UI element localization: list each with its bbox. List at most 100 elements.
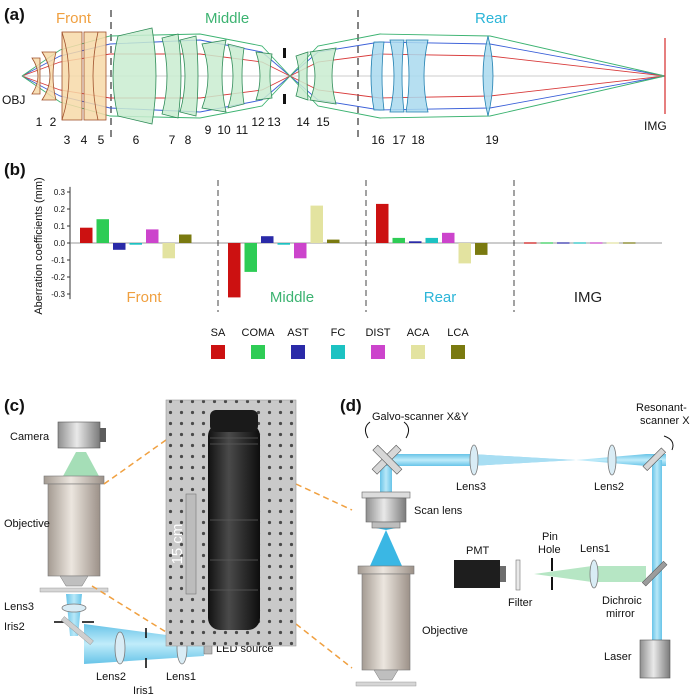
lens-number-14: 14 <box>296 115 310 129</box>
scan-beam-horizontal-3 <box>470 454 576 466</box>
zoom-line-right-bottom <box>295 623 353 669</box>
laser-label: Laser <box>604 651 632 663</box>
legend-swatch-ast <box>291 345 305 359</box>
lens2-label: Lens2 <box>96 671 126 683</box>
dichroic-label-line1: Dichroic <box>602 595 642 607</box>
bar-coma-rear <box>392 237 405 243</box>
lens-number-4: 4 <box>81 133 88 147</box>
scan-lens-body <box>365 497 407 523</box>
bar-ast-rear <box>409 241 422 243</box>
lens-number-18: 18 <box>411 133 425 147</box>
lens-number-17: 17 <box>392 133 406 147</box>
lens1-element-d <box>589 559 599 589</box>
photo-tube-rings <box>210 437 258 591</box>
photo-scale-label: 15 cm <box>169 524 186 565</box>
legend-swatch-fc <box>331 345 345 359</box>
y-tick-label: -0.3 <box>51 290 65 299</box>
legend-swatch-dist <box>371 345 385 359</box>
section-rear-label: Rear <box>475 10 508 27</box>
legend-label-lca: LCA <box>447 327 469 339</box>
lens1-label-d: Lens1 <box>580 543 610 555</box>
lens1-label: Lens1 <box>166 671 196 683</box>
panel-b: (b) Aberration coefficients (mm) 0.30.20… <box>4 160 662 359</box>
lens-number-16: 16 <box>371 133 385 147</box>
lens-number-8: 8 <box>185 133 192 147</box>
lens-number-12: 12 <box>251 115 265 129</box>
bar-fc-front <box>129 243 142 245</box>
y-axis: 0.30.20.10.0-0.1-0.2-0.3 <box>51 186 71 300</box>
front-lens-group <box>31 31 107 121</box>
lens2-label-d: Lens2 <box>594 481 624 493</box>
bar-fc-middle <box>277 243 290 245</box>
objective-body <box>47 483 101 577</box>
pinhole-label-line1: Pin <box>542 531 558 543</box>
laser-body <box>639 639 671 679</box>
resonant-label-line1: Resonant- <box>636 402 687 414</box>
iris1-label: Iris1 <box>133 685 154 697</box>
rear-lens-group <box>370 35 494 117</box>
panel-d: (d) Galvo-scanner X&Y Resonant- scanner … <box>340 396 690 687</box>
camera-body <box>57 421 101 449</box>
panel-c: (c) Camera Objective Lens3 Iris2 Lens2 I… <box>4 396 353 697</box>
scan-beam-vertical-left <box>380 466 392 492</box>
legend-label-aca: ACA <box>407 327 430 339</box>
bar-coma-img <box>540 242 553 244</box>
sample-plate-d <box>355 681 417 687</box>
legend-label-fc: FC <box>331 327 346 339</box>
bar-aca-img <box>606 242 619 244</box>
bar-dist-img <box>590 242 603 244</box>
legend-swatch-lca <box>451 345 465 359</box>
objective-collar-d <box>357 565 415 575</box>
bar-ast-img <box>557 242 570 244</box>
bar-dist-middle <box>294 243 307 259</box>
resonant-scanner-mirror <box>642 447 667 472</box>
galvo-scanner <box>371 444 403 475</box>
bar-dist-rear <box>442 232 455 243</box>
group-label-rear: Rear <box>424 289 457 306</box>
lens-number-5: 5 <box>98 133 105 147</box>
zoom-line-top <box>103 439 167 485</box>
bar-ast-front <box>113 243 126 250</box>
panel-a-label: (a) <box>4 5 25 24</box>
bar-lca-middle <box>327 239 340 243</box>
legend-label-sa: SA <box>211 327 226 339</box>
galvo-label: Galvo-scanner X&Y <box>372 411 469 423</box>
lens3-element-d <box>469 444 479 476</box>
group-label-front: Front <box>126 289 162 306</box>
y-axis-label: Aberration coefficients (mm) <box>33 177 45 314</box>
lens2-element-d <box>607 444 617 476</box>
section-middle-label: Middle <box>205 10 249 27</box>
lens-number-11: 11 <box>236 123 249 137</box>
lens-number-15: 15 <box>316 115 330 129</box>
bar-coma-front <box>96 219 109 243</box>
objective-tip-d <box>373 669 399 681</box>
aperture-stop-lower <box>283 94 286 104</box>
bar-sa-middle <box>228 243 241 298</box>
photo-objective-tube <box>208 424 260 630</box>
panel-b-label: (b) <box>4 160 26 179</box>
bar-coma-middle <box>244 243 257 272</box>
pinhole-label-line2: Hole <box>538 544 561 556</box>
lens-number-9: 9 <box>205 123 212 137</box>
bar-sa-front <box>80 227 93 243</box>
filter-element <box>515 559 521 591</box>
lens-number-1: 1 <box>36 115 43 129</box>
lens3-element <box>61 603 87 613</box>
legend-swatch-coma <box>251 345 265 359</box>
scan-beam-horizontal-2 <box>576 454 666 466</box>
objective-label: Objective <box>4 518 50 530</box>
middle-lens-group <box>112 27 337 125</box>
aperture-stop <box>283 48 286 58</box>
camera-label: Camera <box>10 431 50 443</box>
resonant-label-line2: scanner X <box>640 415 690 427</box>
bar-aca-rear <box>458 243 471 264</box>
scan-lens-base <box>371 521 401 529</box>
illumination-beam-horizontal <box>84 624 204 664</box>
lens-number-19: 19 <box>485 133 499 147</box>
panel-c-label: (c) <box>4 396 25 415</box>
panel-d-label: (d) <box>340 396 362 415</box>
bar-lca-img <box>623 242 636 244</box>
dichroic-label-line2: mirror <box>606 608 635 620</box>
